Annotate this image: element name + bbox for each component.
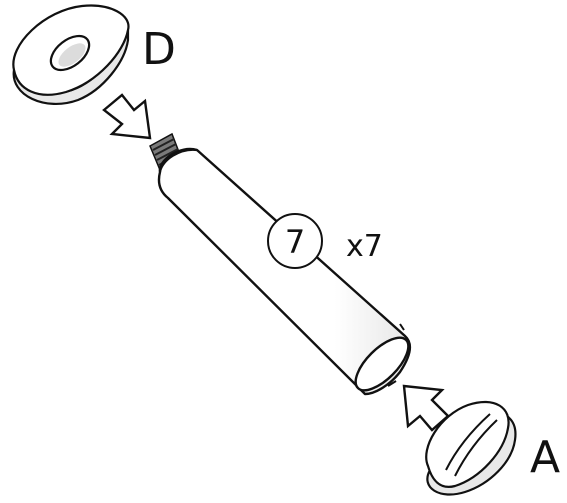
part-number: 7 (285, 223, 305, 261)
insert-arrow-top (102, 93, 152, 140)
part-label-d: D (142, 24, 176, 75)
insert-arrow-bottom (402, 384, 450, 432)
end-cap-a (425, 400, 517, 496)
rod-cylinder (157, 147, 412, 396)
quantity-label: x7 (346, 229, 383, 264)
part-number-badge: 7 (267, 213, 323, 269)
part-label-a: A (530, 432, 560, 483)
washer-d (12, 4, 130, 105)
